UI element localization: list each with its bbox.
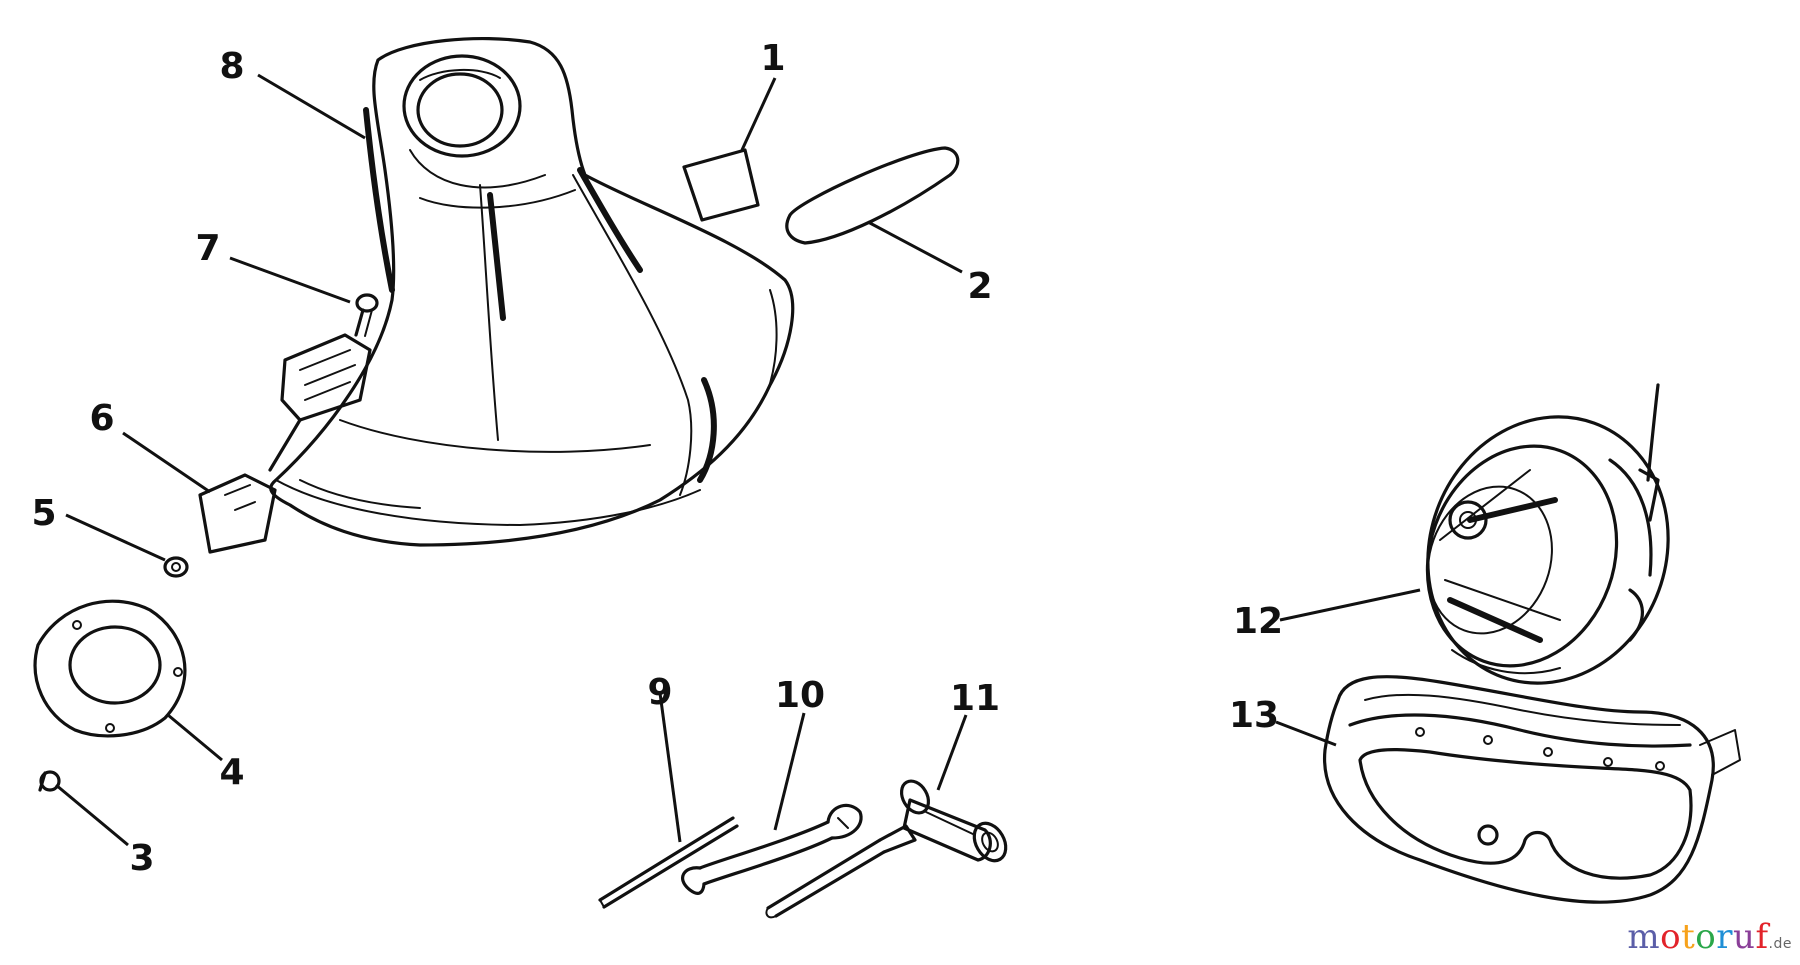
watermark-letter: u — [1733, 917, 1756, 957]
callout-13: 13 — [1229, 695, 1279, 736]
watermark-suffix: .de — [1768, 936, 1792, 952]
leader-9 — [658, 692, 682, 843]
callout-9: 9 — [647, 672, 672, 713]
callout-6: 6 — [89, 398, 114, 439]
nut-drawing — [163, 556, 189, 578]
bolt-drawing — [38, 770, 61, 792]
leader-7 — [229, 256, 351, 304]
decal-2-drawing — [785, 146, 960, 245]
plug-wrench-drawing — [765, 779, 1008, 919]
watermark-letter: m — [1627, 917, 1661, 957]
callout-1: 1 — [760, 38, 785, 79]
mounting-plate-drawing — [33, 599, 187, 738]
leader-5 — [65, 513, 166, 562]
rod-drawing — [598, 816, 739, 909]
callout-5: 5 — [31, 493, 56, 534]
callout-8: 8 — [219, 46, 244, 87]
callout-7: 7 — [195, 228, 220, 269]
callout-10: 10 — [775, 675, 825, 716]
leader-4 — [167, 713, 223, 762]
bracket-drawing — [198, 333, 372, 554]
watermark-letter: t — [1681, 917, 1696, 957]
watermark-brand: motoruf — [1627, 917, 1768, 957]
goggles-drawing — [1323, 675, 1741, 904]
leader-10 — [773, 712, 806, 831]
leader-8 — [257, 73, 366, 140]
screw-drawing — [354, 293, 379, 337]
watermark-logo: motoruf.de — [1627, 917, 1792, 957]
watermark-letter: f — [1755, 917, 1769, 957]
leader-12 — [1279, 588, 1421, 622]
leader-11 — [936, 714, 968, 791]
watermark-letter: o — [1695, 917, 1717, 957]
leader-lines — [55, 73, 1421, 847]
watermark-letter: o — [1660, 917, 1682, 957]
leader-6 — [122, 431, 211, 494]
callout-11: 11 — [950, 678, 1000, 719]
watermark-letter: r — [1716, 917, 1734, 957]
callout-12: 12 — [1233, 601, 1283, 642]
callout-numbers: 1 2 3 4 5 6 7 8 9 10 11 12 13 — [31, 38, 1283, 879]
trimmer-head-drawing — [1425, 383, 1670, 685]
callout-4: 4 — [219, 752, 244, 793]
leader-2 — [867, 220, 963, 274]
decal-1-drawing — [682, 148, 760, 222]
callout-3: 3 — [129, 838, 154, 879]
callout-2: 2 — [967, 266, 992, 307]
guard-shield-drawing — [269, 36, 795, 547]
wrench-drawing — [681, 803, 863, 895]
leader-3 — [55, 783, 129, 847]
leader-13 — [1275, 720, 1337, 747]
leader-1 — [740, 77, 777, 151]
